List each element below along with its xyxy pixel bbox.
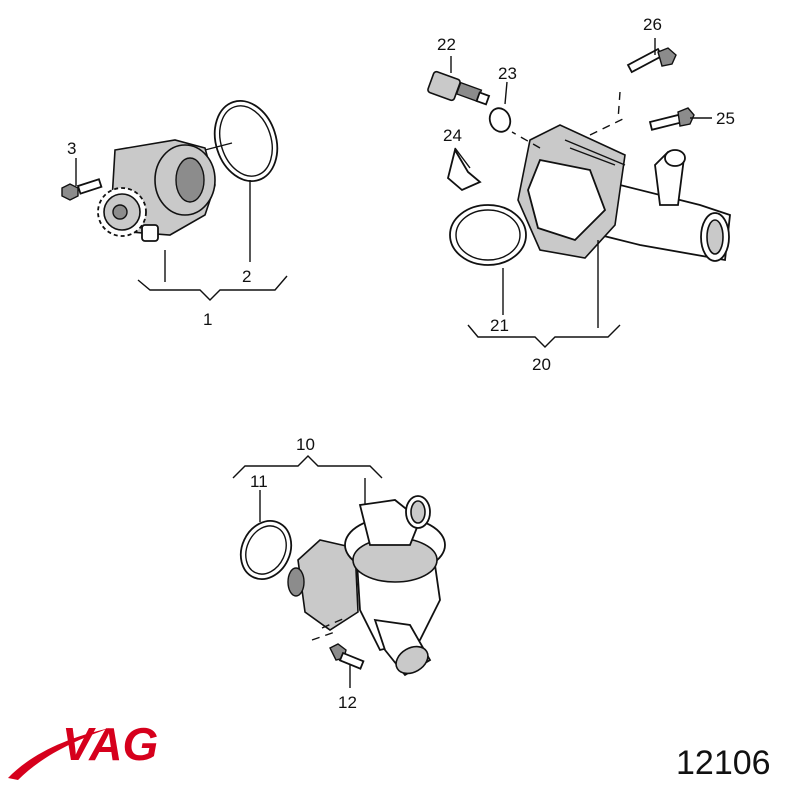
part-number: 12106 [676,744,771,782]
bracket-10 [232,455,383,479]
thermostat-housing-group: 20 21 24 22 23 [427,15,735,374]
label-24: 24 [443,126,462,145]
logo-text: VAG [62,718,158,770]
label-1: 1 [203,310,212,329]
o-ring-21 [449,204,527,266]
bracket-1 [137,275,288,301]
leader-23 [504,81,508,105]
label-23: 23 [498,64,517,83]
label-3: 3 [67,139,76,158]
sensor-22 [427,70,491,106]
label-25: 25 [716,109,735,128]
label-2: 2 [242,267,251,286]
label-21: 21 [490,316,509,335]
o-ring-11 [239,520,293,580]
clip-24 [446,147,482,192]
bracket-20 [467,324,621,348]
gasket-ring-2 [213,100,279,182]
label-22: 22 [437,35,456,54]
bolt-3 [61,178,103,201]
water-pump-group: 1 2 3 [61,100,288,329]
logo-swoosh [8,728,110,780]
label-10: 10 [296,435,315,454]
bolt-25 [648,107,695,131]
label-20: 20 [532,355,551,374]
leader-24 [454,147,471,169]
vag-logo: VAG [8,718,158,780]
thermostat-group: 10 11 12 [232,435,446,712]
label-11: 11 [250,472,268,491]
bolt-26 [626,47,677,74]
thermostat-flange [297,539,359,631]
label-12: 12 [338,693,357,712]
bolt-12 [329,643,365,670]
seal-23 [488,107,512,133]
label-26: 26 [643,15,662,34]
